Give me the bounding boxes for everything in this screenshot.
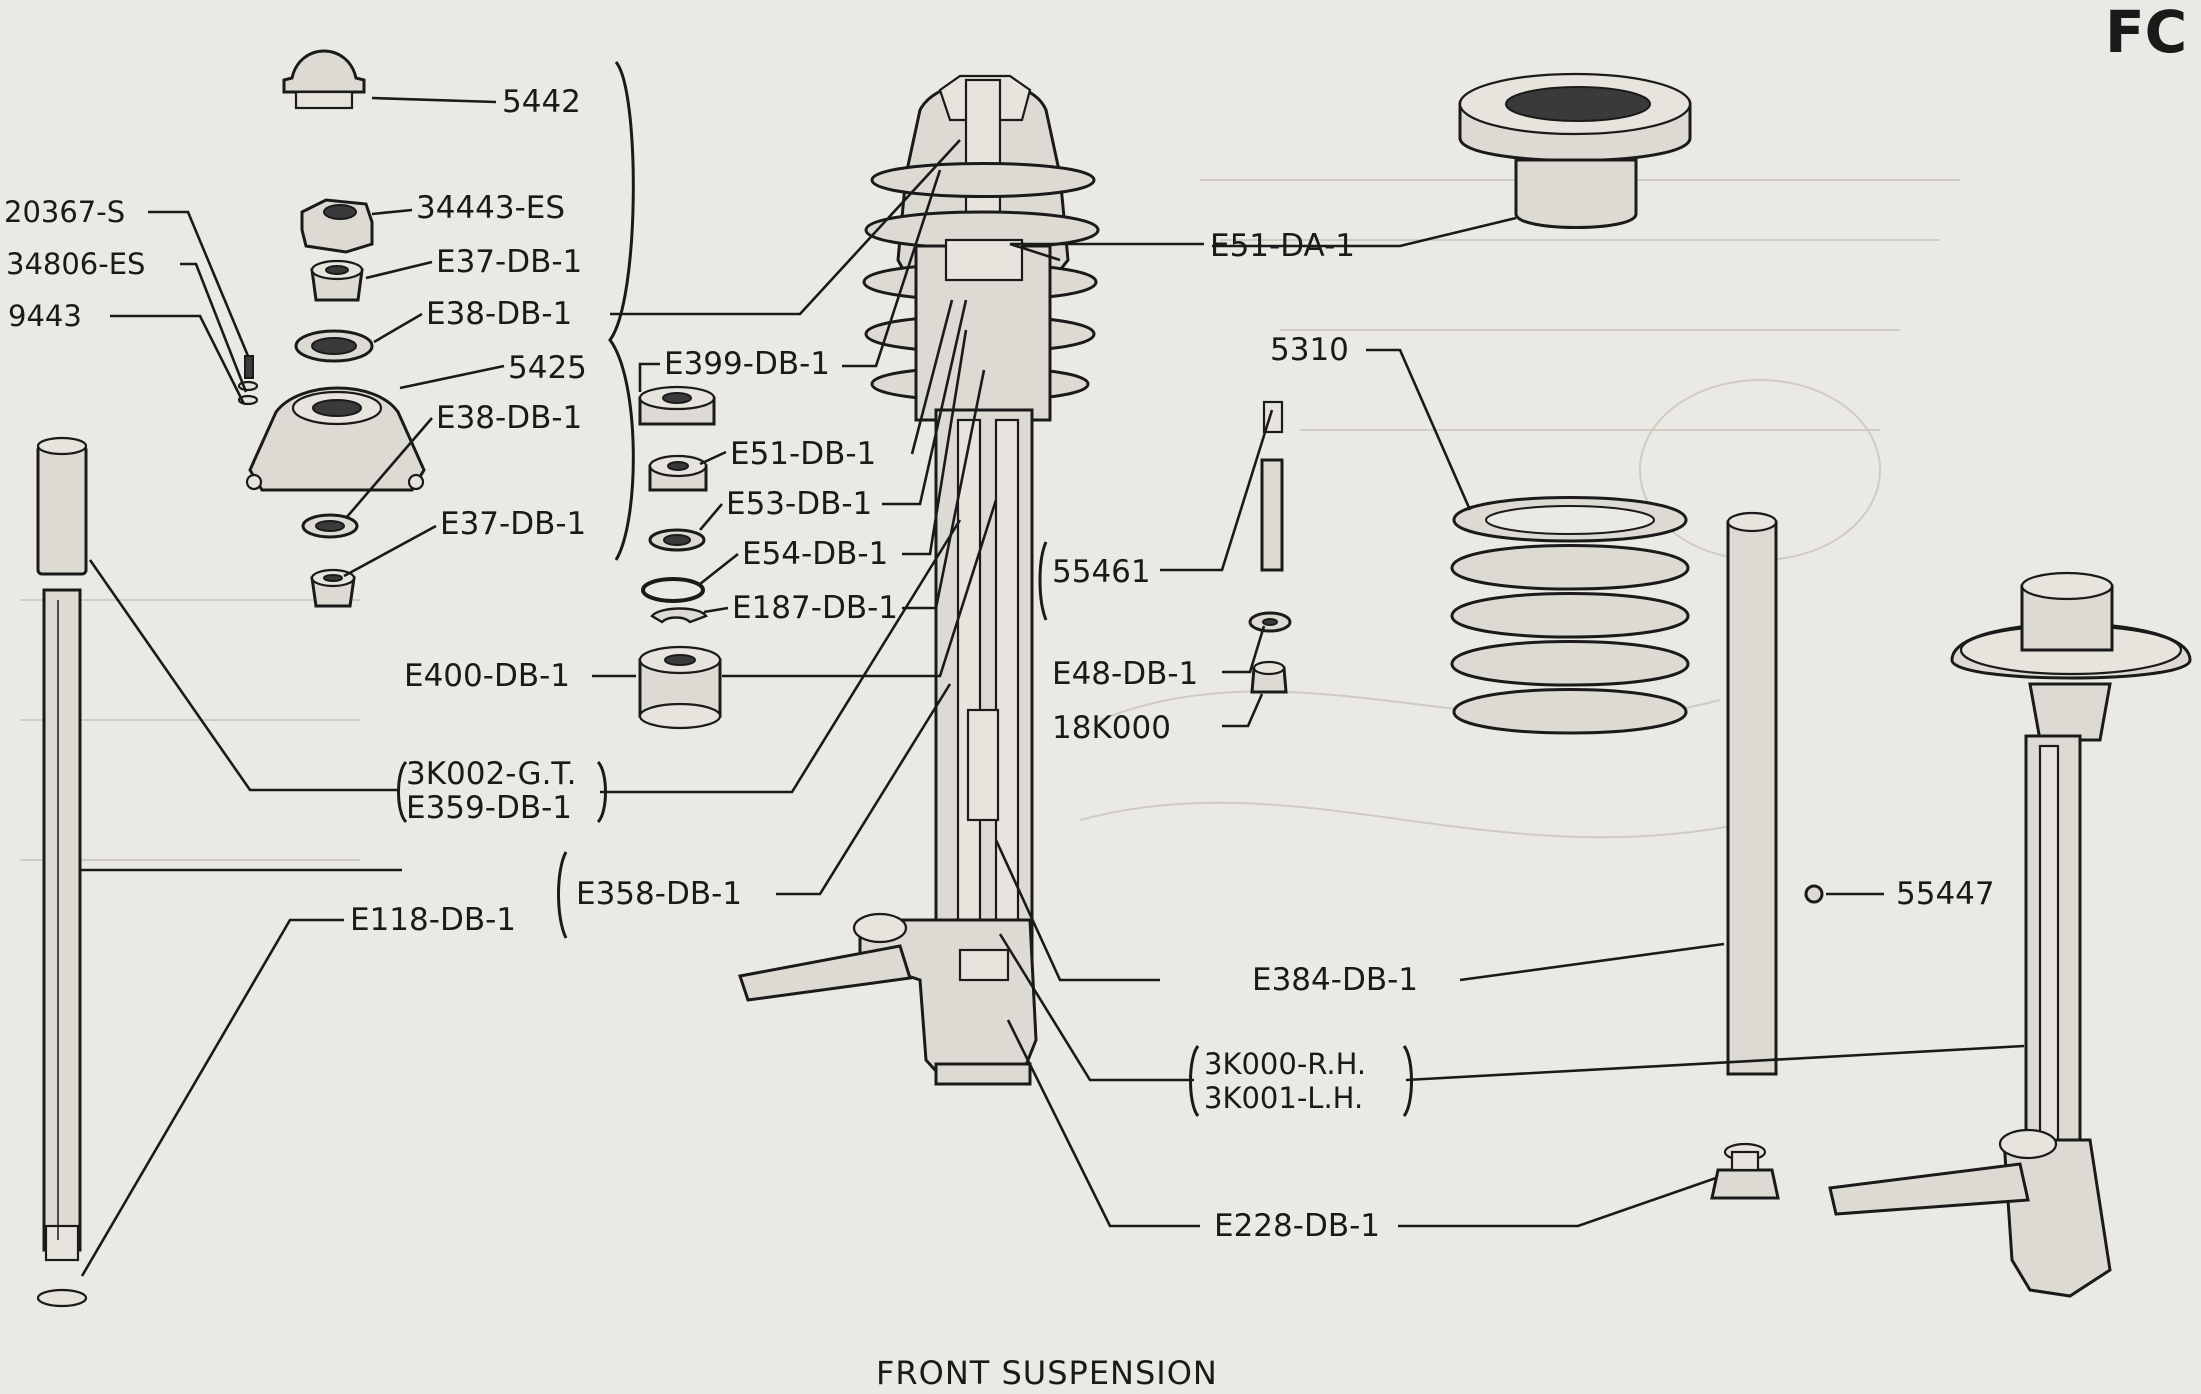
label-e187-db-1: E187-DB-1	[732, 590, 898, 626]
part-55461-pin	[1260, 400, 1284, 572]
label-e228-db-1: E228-DB-1	[1214, 1208, 1380, 1244]
part-e48-star-washer	[1248, 611, 1292, 633]
label-3k002-gt: 3K002-G.T.	[406, 756, 577, 792]
part-e54-ring	[641, 577, 705, 603]
part-front-suspension-assembly	[738, 74, 1100, 1086]
part-18k000-fitting	[1250, 660, 1288, 694]
label-e37-db-1-lower: E37-DB-1	[440, 506, 586, 542]
label-55447: 55447	[1896, 876, 1995, 912]
part-e38-upper-bearing	[294, 329, 374, 363]
part-34443-nut	[300, 198, 374, 254]
label-e51-da-1: E51-DA-1	[1210, 228, 1355, 264]
label-34806-es: 34806-ES	[6, 247, 145, 281]
part-e53-washer	[648, 528, 706, 552]
part-3k002-sleeve	[36, 436, 88, 576]
part-long-rod	[36, 588, 88, 1308]
part-e400-bushing	[638, 645, 722, 730]
part-5310-coil-spring	[1450, 496, 1690, 735]
label-3k000-rh: 3K000-R.H.	[1204, 1047, 1366, 1081]
diagram-caption: FRONT SUSPENSION	[876, 1354, 1218, 1392]
label-e399-db-1: E399-DB-1	[664, 346, 830, 382]
label-18k000: 18K000	[1052, 710, 1171, 746]
group-brace-upper	[608, 61, 635, 561]
part-spindle-assembly	[1828, 571, 2192, 1298]
label-e48-db-1: E48-DB-1	[1052, 656, 1198, 692]
part-e228-fitting	[1710, 1142, 1780, 1200]
part-e51-da-spring-seat	[1458, 72, 1692, 229]
part-e38-lower-bearing	[301, 513, 359, 539]
label-20367-s: 20367-S	[4, 195, 125, 229]
part-e399-nut	[638, 385, 716, 426]
label-3k001-lh: 3K001-L.H.	[1204, 1081, 1363, 1115]
label-5310: 5310	[1270, 332, 1349, 368]
part-e37-lower-cone	[310, 568, 356, 608]
part-e187-clip	[650, 607, 708, 624]
label-e384-db-1: E384-DB-1	[1252, 962, 1418, 998]
label-e359-db-1: E359-DB-1	[406, 790, 572, 826]
label-5425: 5425	[508, 350, 587, 386]
label-e51-db-1: E51-DB-1	[730, 436, 876, 472]
label-e358-db-1: E358-DB-1	[576, 876, 742, 912]
part-55447-screw	[1804, 884, 1824, 904]
label-e53-db-1: E53-DB-1	[726, 486, 872, 522]
part-5442-cap	[282, 49, 366, 110]
label-5442: 5442	[502, 84, 581, 120]
part-5425-housing	[245, 386, 426, 492]
leader-lines	[80, 96, 2025, 1277]
label-9443: 9443	[8, 299, 82, 333]
group-brace-55461	[1038, 541, 1048, 621]
part-e384-tube	[1726, 511, 1778, 1076]
label-e118-db-1: E118-DB-1	[350, 902, 516, 938]
part-e51-db-collar	[648, 454, 708, 492]
label-34443-es: 34443-ES	[416, 190, 565, 226]
label-e38-db-1-lower: E38-DB-1	[436, 400, 582, 436]
part-e37-upper-cone	[310, 259, 364, 302]
label-55461: 55461	[1052, 554, 1151, 590]
label-e38-db-1-upper: E38-DB-1	[426, 296, 572, 332]
label-e54-db-1: E54-DB-1	[742, 536, 888, 572]
label-e400-db-1: E400-DB-1	[404, 658, 570, 694]
group-brace-e358	[557, 851, 568, 939]
label-e37-db-1-upper: E37-DB-1	[436, 244, 582, 280]
corner-code: FC	[2105, 0, 2187, 66]
